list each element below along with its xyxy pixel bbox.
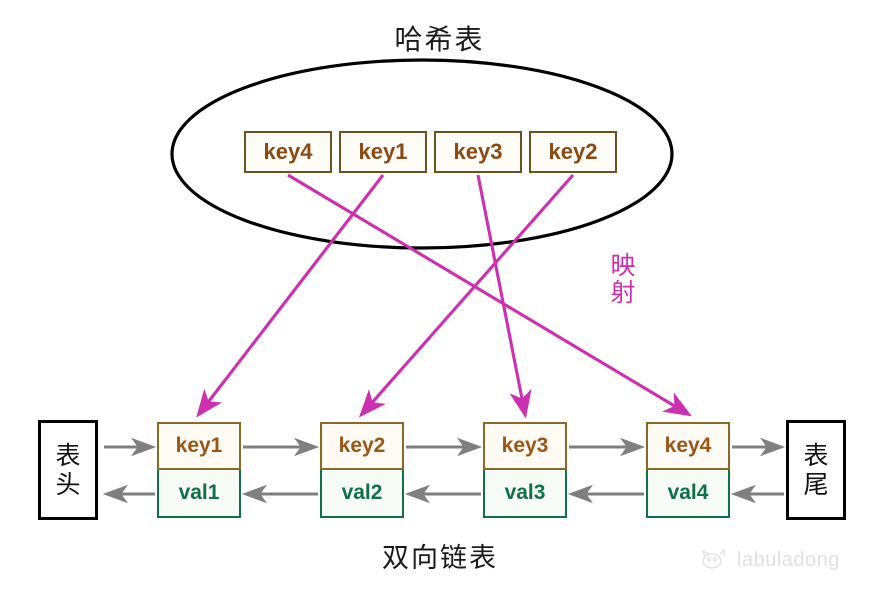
mapping-arrow-key3 [476,174,532,419]
hash-key-box-key2[interactable]: key2 [529,131,617,173]
list-node-key: key4 [646,422,730,470]
list-node-key: key2 [320,422,404,470]
mapping-arrow-key1 [196,174,385,418]
list-head-char-1: 表 [55,440,81,470]
hash-key-box-key4[interactable]: key4 [244,131,332,173]
list-node[interactable]: key3 val3 [483,422,567,518]
list-node-val: val2 [320,470,404,518]
list-node-val: val3 [483,470,567,518]
mapping-label-char-1: 映 [610,251,636,280]
cat-logo-icon [701,548,725,569]
mapping-label: 映 射 [606,252,640,306]
list-node-val: val1 [157,470,241,518]
list-node[interactable]: key1 val1 [157,422,241,518]
list-node-key: key3 [483,422,567,470]
watermark-text: labuladong [737,548,840,571]
list-node-val: val4 [646,470,730,518]
list-head-char-2: 头 [55,470,81,499]
watermark: labuladong [700,548,840,572]
list-head-box[interactable]: 表 头 [38,420,98,520]
list-tail-char-2: 尾 [803,470,829,499]
list-node[interactable]: key4 val4 [646,422,730,518]
hash-key-box-key3[interactable]: key3 [434,131,522,173]
list-node[interactable]: key2 val2 [320,422,404,518]
list-node-key: key1 [157,422,241,470]
hash-table-title: 哈希表 [394,23,485,56]
list-tail-box[interactable]: 表 尾 [786,420,846,520]
list-tail-char-1: 表 [803,440,829,470]
hash-key-box-key1[interactable]: key1 [339,131,427,173]
mapping-arrow-key2 [358,173,575,418]
linked-list-title: 双向链表 [382,543,498,574]
mapping-label-char-2: 射 [610,278,636,307]
